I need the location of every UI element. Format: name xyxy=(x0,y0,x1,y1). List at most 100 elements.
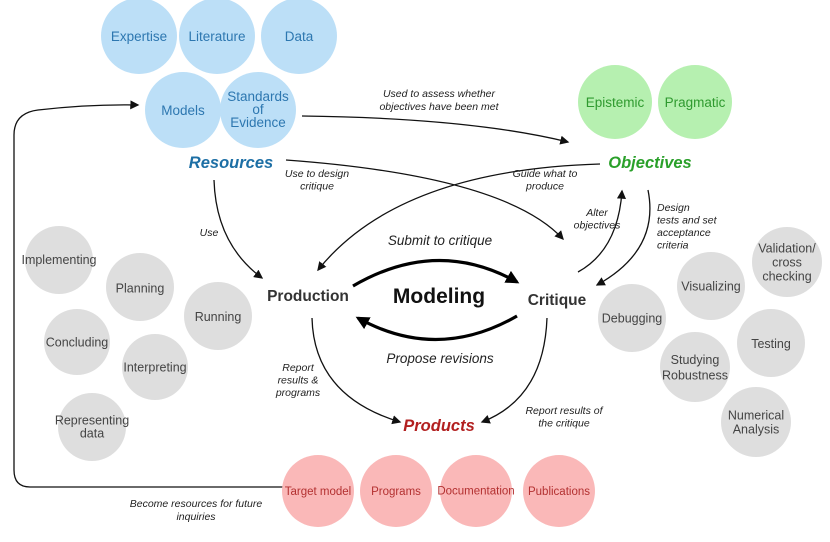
arrows xyxy=(13,100,651,488)
bubble-testing: Testing xyxy=(737,309,805,377)
production-bubbles: ImplementingPlanningRunningConcludingInt… xyxy=(21,226,252,461)
bubble-circle xyxy=(598,284,666,352)
bubble-circle xyxy=(106,253,174,321)
bubble-circle xyxy=(145,72,221,148)
arrow-critique-to-products xyxy=(480,317,548,424)
arrow-critique-to-objectives xyxy=(577,189,627,273)
bubble-label: Models xyxy=(161,103,205,118)
bubble-epistemic: Epistemic xyxy=(578,65,652,139)
bubble-literature: Literature xyxy=(179,0,255,74)
bubble-label: Target model xyxy=(285,486,351,498)
bubble-circle xyxy=(44,309,110,375)
bubble-circle xyxy=(220,72,296,148)
critique-title: Critique xyxy=(528,292,587,309)
bubble-label: Publications xyxy=(528,486,590,498)
bubble-label: Visualizing xyxy=(681,280,741,294)
bubble-label: Debugging xyxy=(602,312,663,326)
bubble-circle xyxy=(184,282,252,350)
objective-bubbles: Epistemic Pragmatic xyxy=(578,65,732,139)
bubble-running: Running xyxy=(184,282,252,350)
bubble-circle xyxy=(677,252,745,320)
production-title: Production xyxy=(267,288,349,305)
bubble-data: Data xyxy=(261,0,337,74)
bubble-models: Models xyxy=(145,72,221,148)
bubble-interpreting: Interpreting xyxy=(122,334,188,400)
bubble-circle xyxy=(658,65,732,139)
bubble-label: Implementing xyxy=(21,253,96,267)
bubble-planning: Planning xyxy=(106,253,174,321)
arrow-objectives-to-critique xyxy=(595,189,651,286)
modeling-title: Modeling xyxy=(393,285,485,308)
bubble-label: Epistemic xyxy=(586,95,645,110)
bubble-concluding: Concluding xyxy=(44,309,110,375)
label-use: Use xyxy=(200,227,219,239)
label-submit: Submit to critique xyxy=(388,233,492,248)
arrow-production-to-products xyxy=(311,317,402,425)
bubble-publications: Publications xyxy=(523,455,595,527)
bubble-label: Interpreting xyxy=(123,361,186,375)
bubble-circle xyxy=(25,226,93,294)
bubble-circle xyxy=(179,0,255,74)
bubble-circle xyxy=(360,455,432,527)
resources-title: Resources xyxy=(189,154,273,172)
arrow-objectives-to-production xyxy=(317,163,601,272)
bubble-expertise: Expertise xyxy=(101,0,177,74)
bubble-debugging: Debugging xyxy=(598,284,666,352)
bubble-documentation: Documentation xyxy=(437,455,515,527)
bubble-label: Expertise xyxy=(111,29,167,44)
bubble-circle xyxy=(752,227,822,297)
arrow-submit-to-critique xyxy=(352,258,520,288)
bubble-visualizing: Visualizing xyxy=(677,252,745,320)
bubble-circle xyxy=(58,393,126,461)
bubble-label: Running xyxy=(195,310,242,324)
bubble-circle xyxy=(721,387,791,457)
arrow-resources-to-production xyxy=(213,179,264,279)
objectives-title: Objectives xyxy=(608,154,691,172)
bubble-circle xyxy=(122,334,188,400)
bubble-circle xyxy=(440,455,512,527)
bubble-label: Planning xyxy=(116,281,165,295)
label-propose: Propose revisions xyxy=(386,351,494,366)
bubble-circle xyxy=(101,0,177,74)
bubble-label: Programs xyxy=(371,486,421,498)
bubble-label: Pragmatic xyxy=(665,95,726,110)
bubble-pragmatic: Pragmatic xyxy=(658,65,732,139)
bubble-circle xyxy=(261,0,337,74)
product-bubbles: Target model Programs Documentation Publica… xyxy=(282,455,595,527)
bubble-label: Documentation xyxy=(437,486,514,498)
bubble-circle xyxy=(578,65,652,139)
bubble-circle xyxy=(282,455,354,527)
bubble-circle xyxy=(737,309,805,377)
bubble-label: Literature xyxy=(188,29,245,44)
bubble-label: Concluding xyxy=(46,335,109,349)
products-title: Products xyxy=(403,417,475,435)
bubble-circle xyxy=(523,455,595,527)
bubble-target-model: Target model xyxy=(282,455,354,527)
arrow-propose-revisions xyxy=(355,314,518,342)
bubble-label: Data xyxy=(285,29,314,44)
bubble-implementing: Implementing xyxy=(21,226,97,294)
